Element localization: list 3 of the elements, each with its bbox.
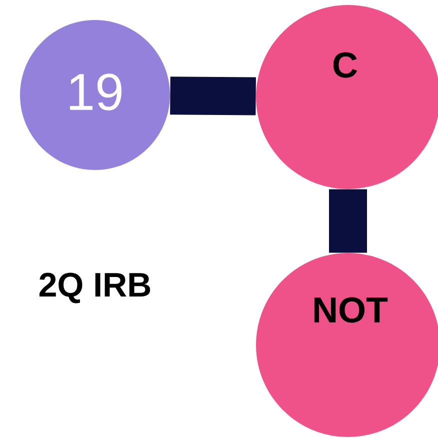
connector-bar: [329, 189, 367, 253]
connector-bar: [170, 76, 256, 116]
text-label: 2Q IRB: [40, 272, 150, 304]
